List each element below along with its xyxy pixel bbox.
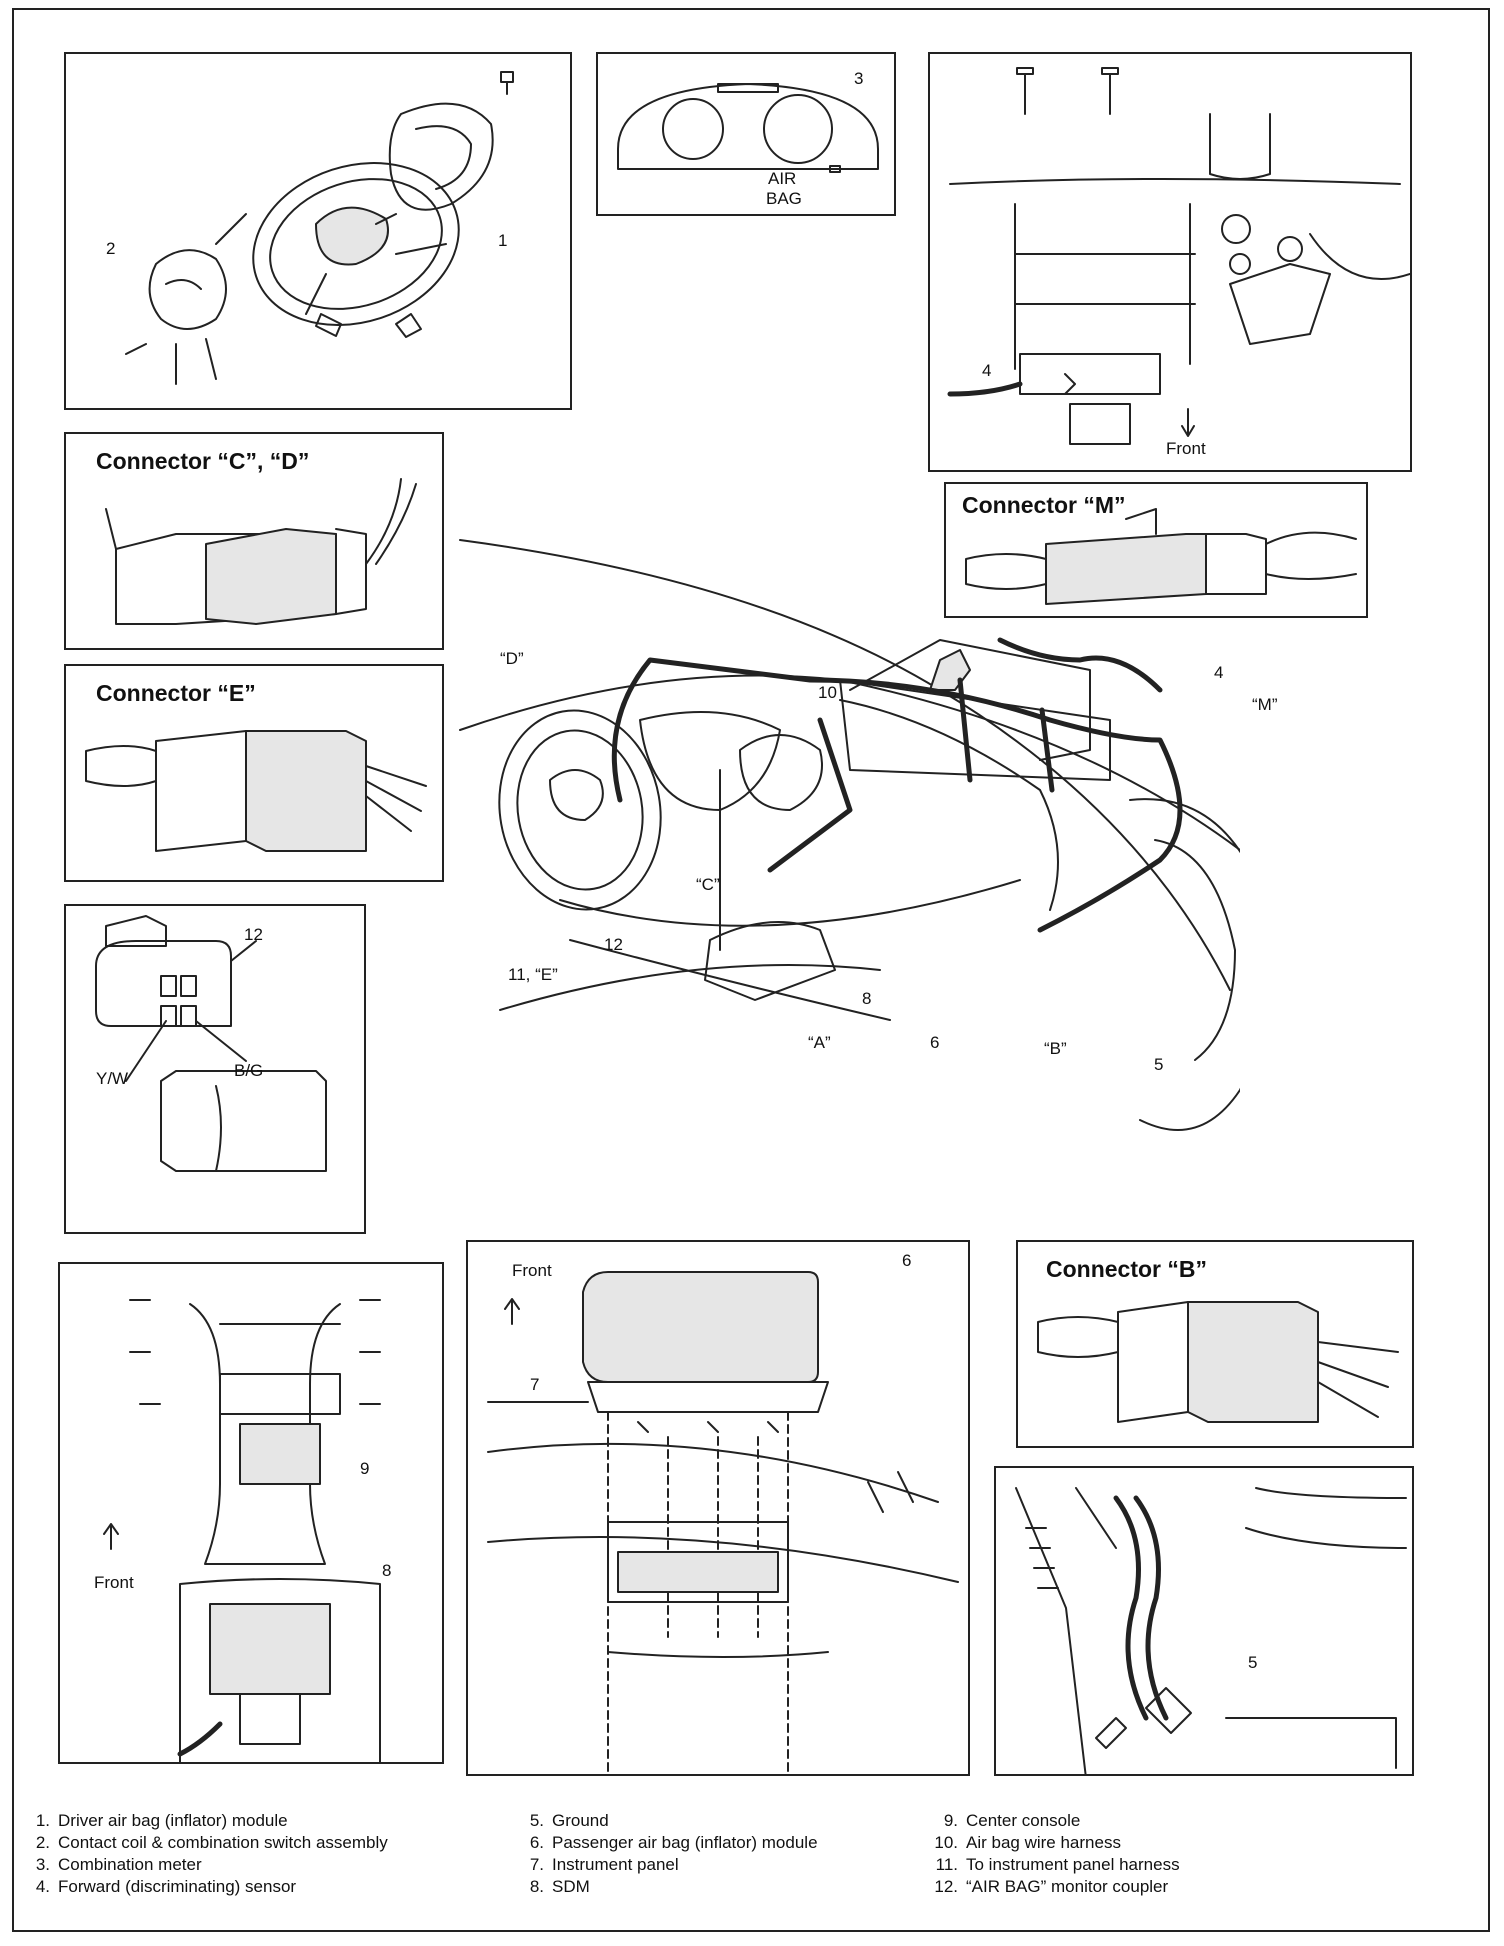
label-4-sensor: 4 — [982, 361, 992, 380]
steering-wheel-drawing — [125, 71, 514, 385]
panel-steering-wheel: 1 2 — [64, 52, 572, 410]
panel-ground: 5 — [994, 1466, 1414, 1776]
label-12-main: 12 — [604, 935, 623, 954]
label-5-main: 5 — [1154, 1055, 1164, 1074]
legend-item-12: 12.“AIR BAG” monitor coupler — [934, 1877, 1169, 1896]
label-8-main: 8 — [862, 989, 872, 1008]
legend-item-9: 9.Center console — [943, 1811, 1081, 1830]
label-1: 1 — [498, 231, 508, 250]
connector-e-drawing — [85, 730, 427, 852]
label-b: “B” — [1044, 1039, 1067, 1058]
legend-item-6: 6.Passenger air bag (inflator) module — [529, 1833, 818, 1852]
connector-m-drawing — [965, 508, 1357, 605]
legend-item-8: 8.SDM — [529, 1877, 590, 1896]
label-5-ground: 5 — [1248, 1653, 1258, 1672]
label-a: “A” — [808, 1033, 831, 1052]
ground-drawing — [1015, 1487, 1407, 1774]
connector-b-title: Connector “B” — [1046, 1256, 1207, 1282]
legend-item-3: 3.Combination meter — [35, 1855, 202, 1874]
air-label: AIR — [768, 169, 797, 188]
legend-item-10: 10.Air bag wire harness — [934, 1833, 1121, 1852]
legend-col-3: 9.Center console 10.Air bag wire harness… — [926, 1810, 1180, 1898]
label-7: 7 — [530, 1375, 540, 1394]
panel-connector-e: Connector “E” — [64, 664, 444, 882]
label-d: “D” — [500, 649, 524, 668]
combination-meter-drawing — [617, 83, 879, 173]
label-2: 2 — [106, 239, 116, 258]
legend-item-4: 4.Forward (discriminating) sensor — [35, 1877, 297, 1896]
connector-m-title: Connector “M” — [962, 492, 1126, 518]
label-c: “C” — [696, 875, 720, 894]
forward-sensor-drawing — [947, 67, 1410, 445]
label-12-coupler: 12 — [244, 925, 263, 944]
legend-item-11: 11.To instrument panel harness — [935, 1855, 1180, 1874]
panel-connector-b: Connector “B” — [1016, 1240, 1414, 1448]
legend-col-2: 5.Ground 6.Passenger air bag (inflator) … — [512, 1810, 818, 1898]
panel-combination-meter: 3 AIR BAG — [596, 52, 896, 216]
label-m: “M” — [1252, 695, 1278, 714]
legend-item-5: 5.Ground — [529, 1811, 609, 1830]
center-console-drawing — [103, 1299, 381, 1762]
vehicle-interior-drawing — [459, 539, 1240, 1131]
connector-e-title: Connector “E” — [96, 680, 256, 706]
label-9: 9 — [360, 1459, 370, 1478]
legend-col-1: 1.Driver air bag (inflator) module 2.Con… — [18, 1810, 388, 1898]
page-border — [12, 8, 1490, 1932]
passenger-airbag-drawing — [487, 1271, 959, 1773]
connector-cd-drawing — [105, 478, 417, 625]
monitor-coupler-drawing — [95, 915, 327, 1172]
panel-connector-cd: Connector “C”, “D” — [64, 432, 444, 650]
connector-b-drawing — [1037, 1301, 1399, 1423]
label-6-main: 6 — [930, 1033, 940, 1052]
label-11e: 11, “E” — [508, 965, 558, 984]
label-3: 3 — [854, 69, 864, 88]
panel-center-console: 9 8 Front — [58, 1262, 444, 1764]
legend-item-2: 2.Contact coil & combination switch asse… — [35, 1833, 388, 1852]
legend-item-7: 7.Instrument panel — [529, 1855, 679, 1874]
legend-item-1: 1.Driver air bag (inflator) module — [35, 1811, 288, 1830]
front-label-console: Front — [94, 1573, 134, 1592]
panel-connector-m: Connector “M” — [944, 482, 1368, 618]
bg-label: B/G — [234, 1061, 264, 1080]
label-4-main: 4 — [1214, 663, 1224, 682]
label-8-console: 8 — [382, 1561, 392, 1580]
label-10: 10 — [818, 683, 837, 702]
panel-forward-sensor: 4 Front — [928, 52, 1412, 472]
connector-cd-title: Connector “C”, “D” — [96, 448, 310, 474]
label-6-panel: 6 — [902, 1251, 912, 1270]
panel-monitor-coupler: 12 Y/W B/G — [64, 904, 366, 1234]
yw-label: Y/W — [96, 1069, 129, 1088]
panel-passenger-airbag: Front 6 7 — [466, 1240, 970, 1776]
front-label-panel: Front — [512, 1261, 552, 1280]
front-label-sensor: Front — [1166, 439, 1206, 458]
bag-label: BAG — [766, 189, 802, 208]
